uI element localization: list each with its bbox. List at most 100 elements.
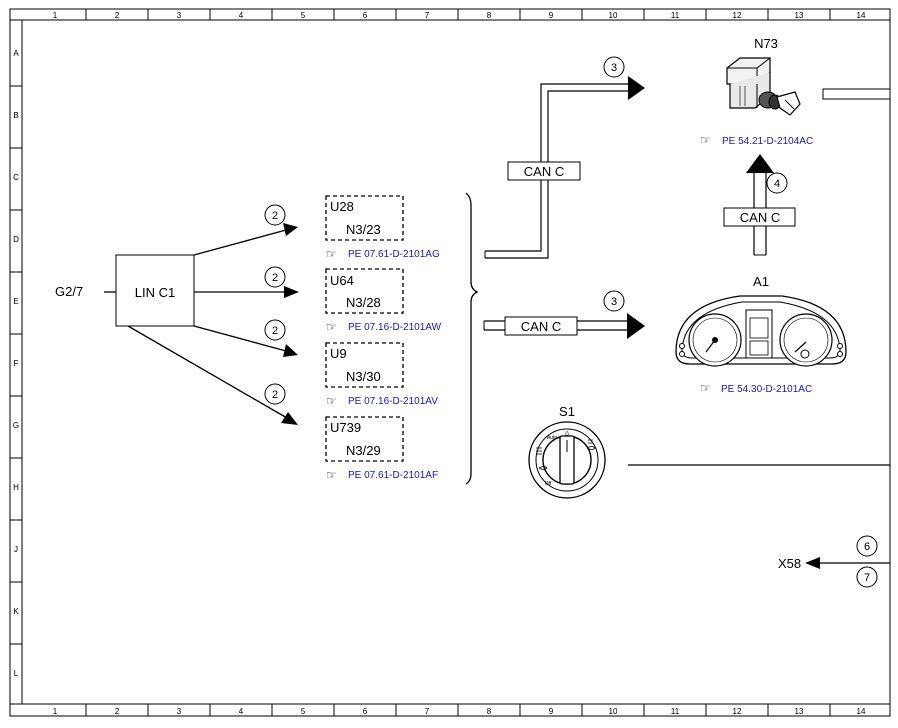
- s1-pos-auto: Auto: [547, 435, 558, 441]
- light-switch-icon[interactable]: 0 Auto Off: [528, 421, 606, 499]
- can-c-lower-box: [504, 316, 578, 336]
- column-ruler-label: 7: [425, 11, 430, 20]
- can-c-upper-label: CAN C: [524, 164, 564, 179]
- svg-text:PE 07.61-D-2101AF: PE 07.61-D-2101AF: [348, 470, 438, 481]
- row-ruler-label: B: [13, 111, 18, 120]
- can-c-lower-label: CAN C: [521, 319, 561, 334]
- module-u9[interactable]: U9 N3/30: [325, 342, 404, 388]
- column-ruler-label: 11: [671, 11, 680, 20]
- row-ruler-label: E: [13, 297, 18, 306]
- column-ruler-label: 7: [425, 707, 430, 716]
- svg-text:6: 6: [864, 541, 870, 553]
- hand-pointer-icon: ☞: [700, 133, 711, 147]
- instrument-cluster-icon[interactable]: [675, 295, 847, 367]
- svg-text:2: 2: [272, 272, 278, 284]
- svg-text:PE 07.16-D-2101AW: PE 07.16-D-2101AW: [348, 322, 442, 333]
- column-ruler-label: 6: [363, 707, 368, 716]
- column-ruler-label: 1: [53, 707, 58, 716]
- ref-u9[interactable]: ☞ PE 07.16-D-2101AV: [326, 394, 438, 408]
- column-ruler-label: 12: [733, 11, 742, 20]
- svg-text:U9: U9: [330, 346, 347, 361]
- svg-text:3: 3: [611, 296, 617, 308]
- a1-label: A1: [753, 274, 769, 289]
- bus-upper-marker: 3: [603, 56, 625, 78]
- can-c-right-box: [723, 207, 796, 227]
- s1-pos-off: Off: [545, 481, 552, 487]
- row-ruler-label: D: [13, 235, 19, 244]
- lin-c1-box[interactable]: [115, 254, 195, 327]
- module-u739[interactable]: U739 N3/29: [325, 416, 404, 462]
- column-ruler-label: 10: [609, 707, 618, 716]
- module-u64[interactable]: U64 N3/28: [325, 268, 404, 314]
- column-ruler-label: 2: [115, 707, 120, 716]
- s1-pos-zero: 0: [565, 432, 569, 438]
- hand-pointer-icon: ☞: [326, 247, 337, 261]
- lin-marker-4: 2: [264, 383, 286, 405]
- svg-text:N3/30: N3/30: [346, 369, 381, 384]
- lin-marker-1: 2: [264, 204, 286, 226]
- row-ruler-label: F: [14, 359, 19, 368]
- svg-text:PE 07.16-D-2101AV: PE 07.16-D-2101AV: [348, 396, 438, 407]
- row-ruler-label: J: [14, 545, 18, 554]
- n73-label: N73: [754, 36, 778, 51]
- bus-right-marker: 4: [766, 172, 788, 194]
- can-bus-right: [746, 154, 774, 256]
- ref-u28[interactable]: ☞ PE 07.61-D-2101AG: [326, 247, 440, 261]
- row-ruler-label: L: [14, 669, 19, 678]
- svg-text:N3/28: N3/28: [346, 295, 381, 310]
- ref-u739[interactable]: ☞ PE 07.61-D-2101AF: [326, 468, 438, 482]
- ignition-switch-icon[interactable]: [726, 57, 801, 116]
- hand-pointer-icon: ☞: [326, 394, 337, 408]
- hand-pointer-icon: ☞: [326, 320, 337, 334]
- svg-text:PE 54.30-D-2101AC: PE 54.30-D-2101AC: [721, 384, 812, 395]
- column-ruler-label: 10: [609, 11, 618, 20]
- svg-text:N3/29: N3/29: [346, 443, 381, 458]
- svg-text:2: 2: [272, 210, 278, 222]
- column-ruler-label: 1: [53, 11, 58, 20]
- svg-text:PE 54.21-D-2104AC: PE 54.21-D-2104AC: [722, 136, 813, 147]
- group-brace: [465, 192, 479, 485]
- x58-arrow: [805, 557, 890, 569]
- s1-label: S1: [559, 404, 575, 419]
- column-ruler-label: 12: [733, 707, 742, 716]
- lin-marker-2: 2: [264, 266, 286, 288]
- column-ruler-label: 14: [857, 11, 866, 20]
- svg-text:U28: U28: [330, 199, 354, 214]
- row-ruler-label: G: [13, 421, 19, 430]
- row-ruler-label: A: [13, 49, 19, 58]
- ref-n73[interactable]: ☞ PE 54.21-D-2104AC: [700, 133, 813, 147]
- column-ruler-label: 2: [115, 11, 120, 20]
- svg-text:3: 3: [611, 62, 617, 74]
- column-ruler-label: 5: [301, 707, 306, 716]
- row-ruler-label: K: [13, 607, 19, 616]
- hand-pointer-icon: ☞: [700, 381, 711, 395]
- column-ruler-label: 8: [487, 707, 492, 716]
- column-ruler-label: 14: [857, 707, 866, 716]
- ref-u64[interactable]: ☞ PE 07.16-D-2101AW: [326, 320, 442, 334]
- svg-text:U739: U739: [330, 420, 361, 435]
- svg-text:N3/23: N3/23: [346, 222, 381, 237]
- column-ruler-label: 9: [549, 11, 554, 20]
- ref-a1[interactable]: ☞ PE 54.30-D-2101AC: [700, 381, 812, 395]
- module-u28[interactable]: U28 N3/23: [325, 195, 404, 241]
- column-ruler-label: 8: [487, 11, 492, 20]
- column-ruler-label: 3: [177, 707, 182, 716]
- hand-pointer-icon: ☞: [326, 468, 337, 482]
- column-ruler-label: 4: [239, 707, 244, 716]
- can-c-right-label: CAN C: [740, 210, 780, 225]
- drawing-frame: [9, 8, 891, 717]
- bus-lower-marker: 3: [603, 290, 625, 312]
- row-ruler-label: C: [13, 173, 19, 182]
- x58-marker-in: 6: [856, 535, 878, 557]
- connector-stub: [822, 88, 891, 100]
- column-ruler-label: 6: [363, 11, 368, 20]
- column-ruler-label: 4: [239, 11, 244, 20]
- lin-arrows: [127, 223, 299, 425]
- svg-text:4: 4: [774, 178, 780, 190]
- column-ruler-label: 13: [795, 11, 804, 20]
- column-ruler-label: 13: [795, 707, 804, 716]
- x58-marker-out: 7: [856, 566, 878, 588]
- x58-label: X58: [778, 556, 801, 571]
